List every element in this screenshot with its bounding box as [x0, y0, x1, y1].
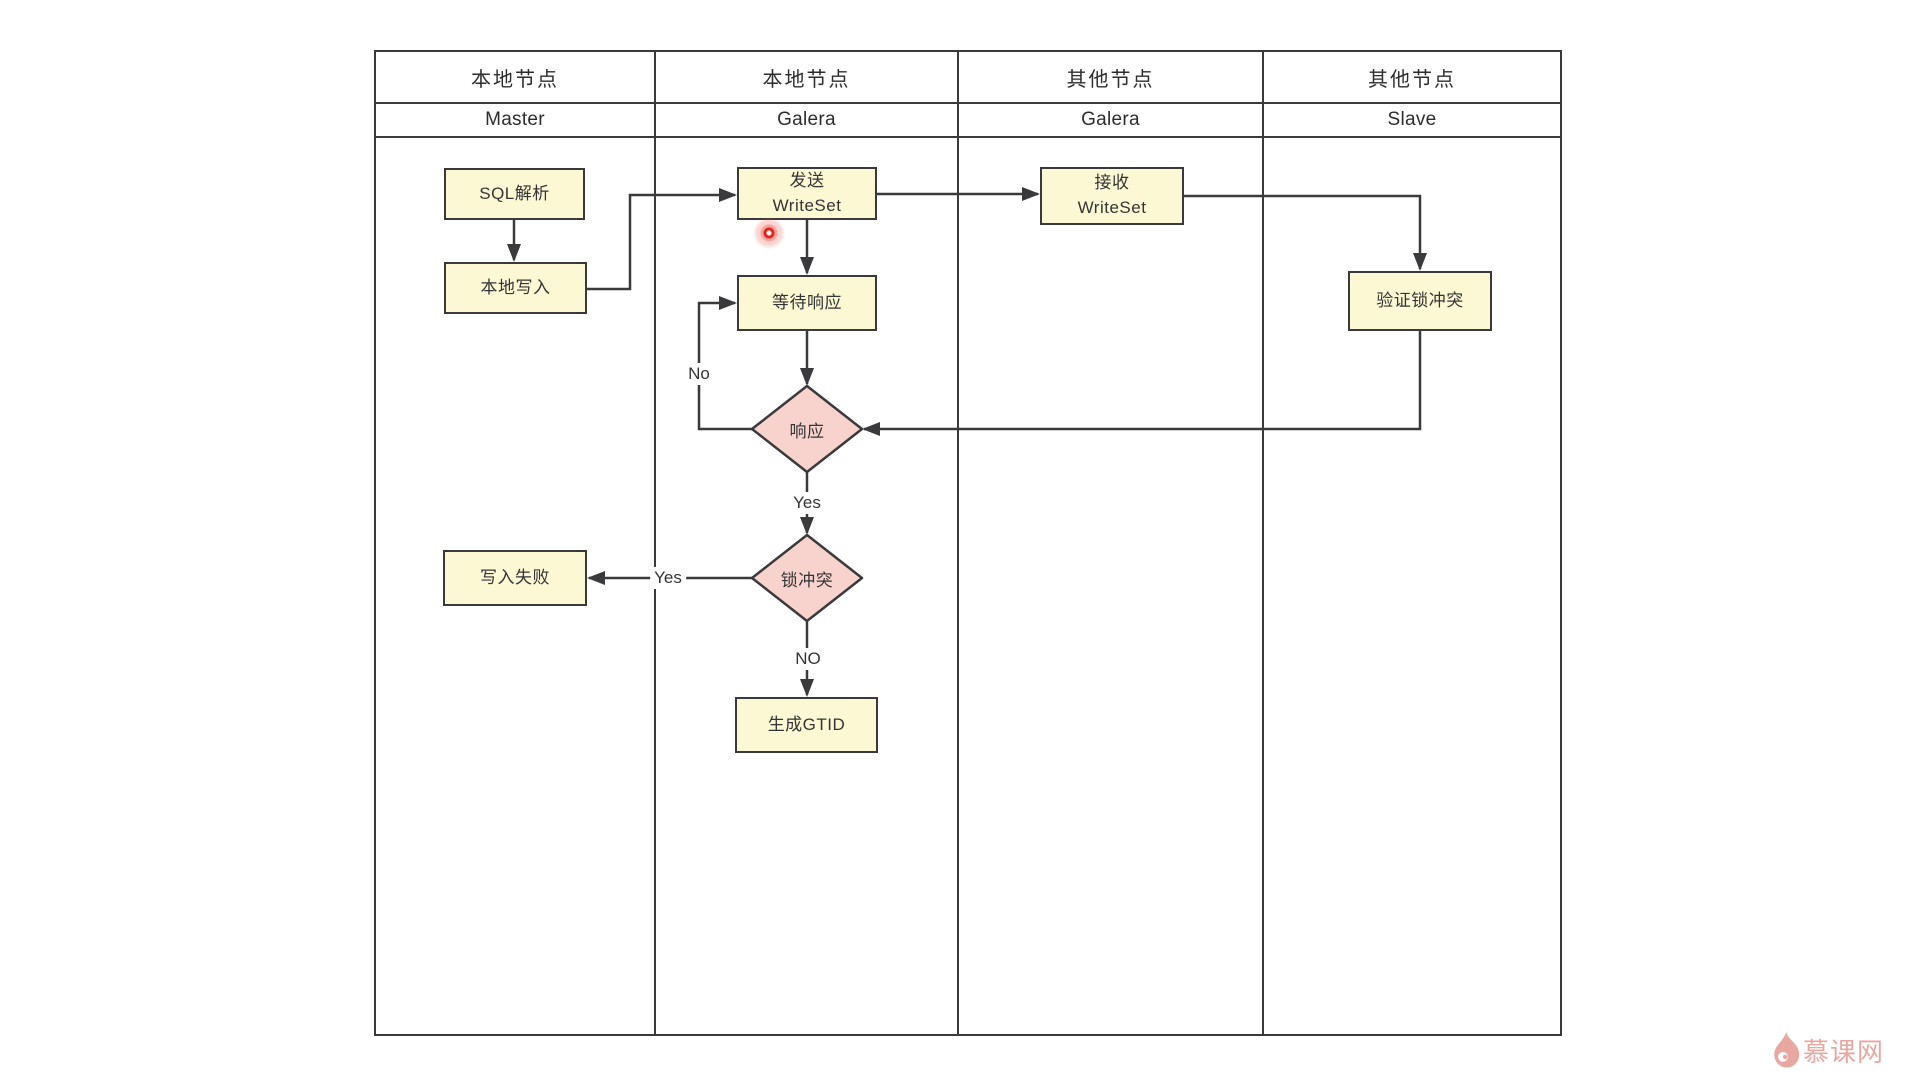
lane-header-group-local-master: 本地节点: [376, 52, 656, 104]
swimlane-table: 本地节点 本地节点 其他节点 其他节点 Master Galera Galera…: [374, 50, 1562, 1036]
watermark-brand-text: 慕课网: [1803, 1036, 1885, 1067]
node-send-writeset: 发送 WriteSet: [737, 167, 877, 220]
node-gen-gtid: 生成GTID: [735, 697, 878, 753]
lane-header-name-galera1: Galera: [656, 104, 959, 138]
node-local-write: 本地写入: [444, 262, 587, 314]
decision-lock-conflict-label: 锁冲突: [780, 570, 834, 590]
edge-recv-writeset-to-verify-lock: [1184, 194, 1427, 271]
lane-header-name-slave: Slave: [1264, 104, 1560, 138]
edge-local-write-to-send-writeset: [587, 188, 737, 291]
node-recv-writeset-line2: WriteSet: [1077, 198, 1147, 217]
flame-icon: [1774, 1032, 1800, 1068]
node-wait-response: 等待响应: [737, 275, 877, 331]
lane-header-group-other-galera: 其他节点: [959, 52, 1264, 104]
laser-pointer-dot: [751, 215, 787, 251]
edge-label-response-no: No: [684, 363, 714, 385]
node-verify-lock: 验证锁冲突: [1348, 271, 1492, 331]
lane-header-name-galera2: Galera: [959, 104, 1264, 138]
edge-label-conflict-yes: Yes: [650, 567, 686, 589]
edge-label-conflict-no: NO: [791, 648, 825, 670]
lane-header-name-master: Master: [376, 104, 656, 138]
node-recv-writeset: 接收 WriteSet: [1040, 167, 1184, 225]
lane-header-group-other-slave: 其他节点: [1264, 52, 1560, 104]
edge-verify-lock-to-response: [862, 331, 1422, 436]
lane-header-group-local-galera: 本地节点: [656, 52, 959, 104]
node-write-fail: 写入失败: [443, 550, 587, 606]
node-send-writeset-line1: 发送: [789, 170, 825, 190]
node-recv-writeset-line1: 接收: [1094, 173, 1130, 193]
node-send-writeset-line2: WriteSet: [772, 195, 842, 215]
decision-lock-conflict-shape: [750, 533, 864, 623]
decision-response-shape: [750, 384, 864, 474]
decision-response-label: 响应: [789, 421, 825, 441]
watermark-logo: 慕课网: [1774, 1030, 1884, 1070]
edge-label-response-yes: Yes: [789, 492, 825, 514]
lane-body-galera2: [959, 138, 1264, 1034]
node-sql-parse: SQL解析: [444, 168, 585, 220]
lane-body-galera1: [656, 138, 959, 1034]
